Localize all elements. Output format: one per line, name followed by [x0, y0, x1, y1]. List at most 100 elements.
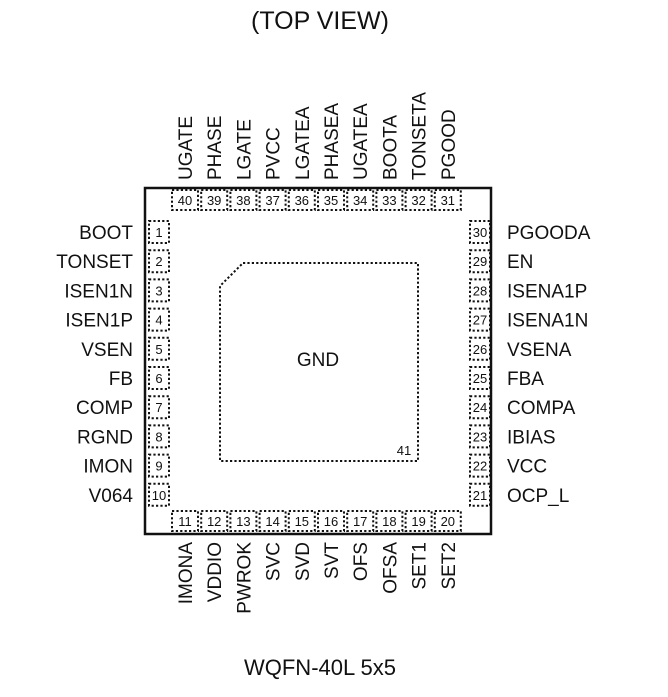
- pin-name-21: OCP_L: [507, 486, 569, 507]
- pin-pad-4: [148, 307, 170, 332]
- pin-pad-21: [469, 482, 491, 507]
- pin-pad-25: [469, 366, 491, 390]
- pin-pad-34: [346, 189, 375, 211]
- pin-name-40: UGATE: [176, 116, 197, 180]
- pin-pad-23: [469, 424, 491, 449]
- pin-number-35: 35: [324, 193, 338, 208]
- pin-pad-40: [171, 189, 199, 211]
- pin-name-34: UGATEA: [351, 103, 372, 180]
- package-body: [143, 186, 493, 536]
- pin-number-12: 12: [207, 514, 221, 529]
- pin-number-1: 1: [155, 225, 162, 240]
- pin-pad-27: [469, 307, 491, 332]
- pin-number-27: 27: [473, 313, 487, 328]
- pin-number-20: 20: [441, 514, 455, 529]
- pin-number-17: 17: [353, 514, 367, 529]
- pin-pad-28: [469, 278, 491, 303]
- pin-name-23: IBIAS: [507, 427, 556, 448]
- pin-name-28: ISENA1P: [507, 281, 587, 302]
- pin-pad-7: [148, 395, 170, 420]
- pin-number-9: 9: [155, 459, 162, 474]
- pin-pad-8: [148, 424, 170, 449]
- pin-number-13: 13: [236, 514, 250, 529]
- pin-number-7: 7: [155, 400, 162, 415]
- pin-name-11: IMONA: [176, 542, 197, 605]
- pin-number-34: 34: [353, 193, 367, 208]
- pin-name-7: COMP: [76, 398, 133, 419]
- pin-pad-6: [148, 366, 170, 390]
- pin-pad-14: [258, 510, 287, 532]
- pin-pad-3: [148, 278, 170, 303]
- exposed-pad-label: GND: [297, 350, 339, 371]
- pin-number-39: 39: [207, 193, 221, 208]
- pin-name-6: FB: [109, 369, 133, 390]
- pin-number-22: 22: [473, 459, 487, 474]
- pin-name-17: OFS: [351, 542, 372, 581]
- pin-pad-38: [229, 189, 258, 211]
- pin-name-24: COMPA: [507, 398, 576, 419]
- pin-number-30: 30: [473, 225, 487, 240]
- pin-pad-26: [469, 336, 491, 361]
- pin-pad-30: [469, 220, 491, 244]
- pin-name-15: SVD: [293, 542, 314, 581]
- pin-name-12: VDDIO: [205, 542, 226, 602]
- pin-name-2: TONSET: [56, 252, 133, 273]
- pin-name-39: PHASE: [205, 116, 226, 180]
- pin-pad-37: [258, 189, 287, 211]
- pin-group: 1BOOT2TONSET3ISEN1N4ISEN1P5VSEN6FB7COMP8…: [56, 92, 590, 614]
- pin-name-31: PGOOD: [439, 109, 460, 180]
- pin-name-38: LGATE: [234, 119, 255, 180]
- pin-pad-18: [375, 510, 404, 532]
- pin-name-20: SET2: [439, 542, 460, 590]
- pin-name-30: PGOODA: [507, 223, 591, 244]
- pin-number-31: 31: [441, 193, 455, 208]
- pin-pad-17: [346, 510, 375, 532]
- pin-number-3: 3: [155, 283, 162, 298]
- pin-pad-33: [375, 189, 404, 211]
- pin-pad-24: [469, 395, 491, 420]
- pin-name-13: PWROK: [234, 542, 255, 614]
- pin-pad-11: [171, 510, 199, 532]
- pin-number-28: 28: [473, 283, 487, 298]
- pin-number-21: 21: [473, 488, 487, 503]
- pin-number-10: 10: [152, 488, 166, 503]
- pin-name-16: SVT: [322, 542, 343, 579]
- pin-pad-32: [404, 189, 433, 211]
- pin-name-37: PVCC: [264, 127, 285, 180]
- pin-name-33: BOOTA: [380, 115, 401, 180]
- pin-pad-36: [287, 189, 316, 211]
- pin-name-36: LGATEA: [293, 106, 314, 180]
- pin-pad-2: [148, 249, 170, 274]
- pin-pad-22: [469, 453, 491, 478]
- pin-name-35: PHASEA: [322, 103, 343, 180]
- pin-pad-15: [287, 510, 316, 532]
- pin-name-1: BOOT: [79, 223, 133, 244]
- pin-pad-10: [148, 482, 170, 507]
- pin-number-23: 23: [473, 429, 487, 444]
- diagram-title: (TOP VIEW): [251, 7, 389, 35]
- pin-name-18: OFSA: [380, 542, 401, 594]
- pin-number-26: 26: [473, 342, 487, 357]
- pin-name-8: RGND: [77, 427, 133, 448]
- pin-number-38: 38: [236, 193, 250, 208]
- pin-pad-9: [148, 453, 170, 478]
- pin-name-25: FBA: [507, 369, 544, 390]
- pin-name-26: VSENA: [507, 340, 572, 361]
- exposed-pad-outline: [219, 262, 419, 462]
- pin-pad-20: [433, 510, 462, 532]
- pin-name-27: ISENA1N: [507, 311, 588, 332]
- pin-pad-13: [229, 510, 258, 532]
- pin-number-15: 15: [295, 514, 309, 529]
- pin-number-4: 4: [155, 313, 162, 328]
- pin-number-6: 6: [155, 371, 162, 386]
- pin-pad-31: [433, 189, 462, 211]
- pin-name-14: SVC: [264, 542, 285, 581]
- pin-number-11: 11: [178, 514, 192, 529]
- pin-number-33: 33: [382, 193, 396, 208]
- pin-number-14: 14: [265, 514, 279, 529]
- package-caption: WQFN-40L 5x5: [244, 655, 396, 680]
- pin-number-2: 2: [155, 254, 162, 269]
- pin-number-8: 8: [155, 429, 162, 444]
- pin-pad-35: [317, 189, 345, 211]
